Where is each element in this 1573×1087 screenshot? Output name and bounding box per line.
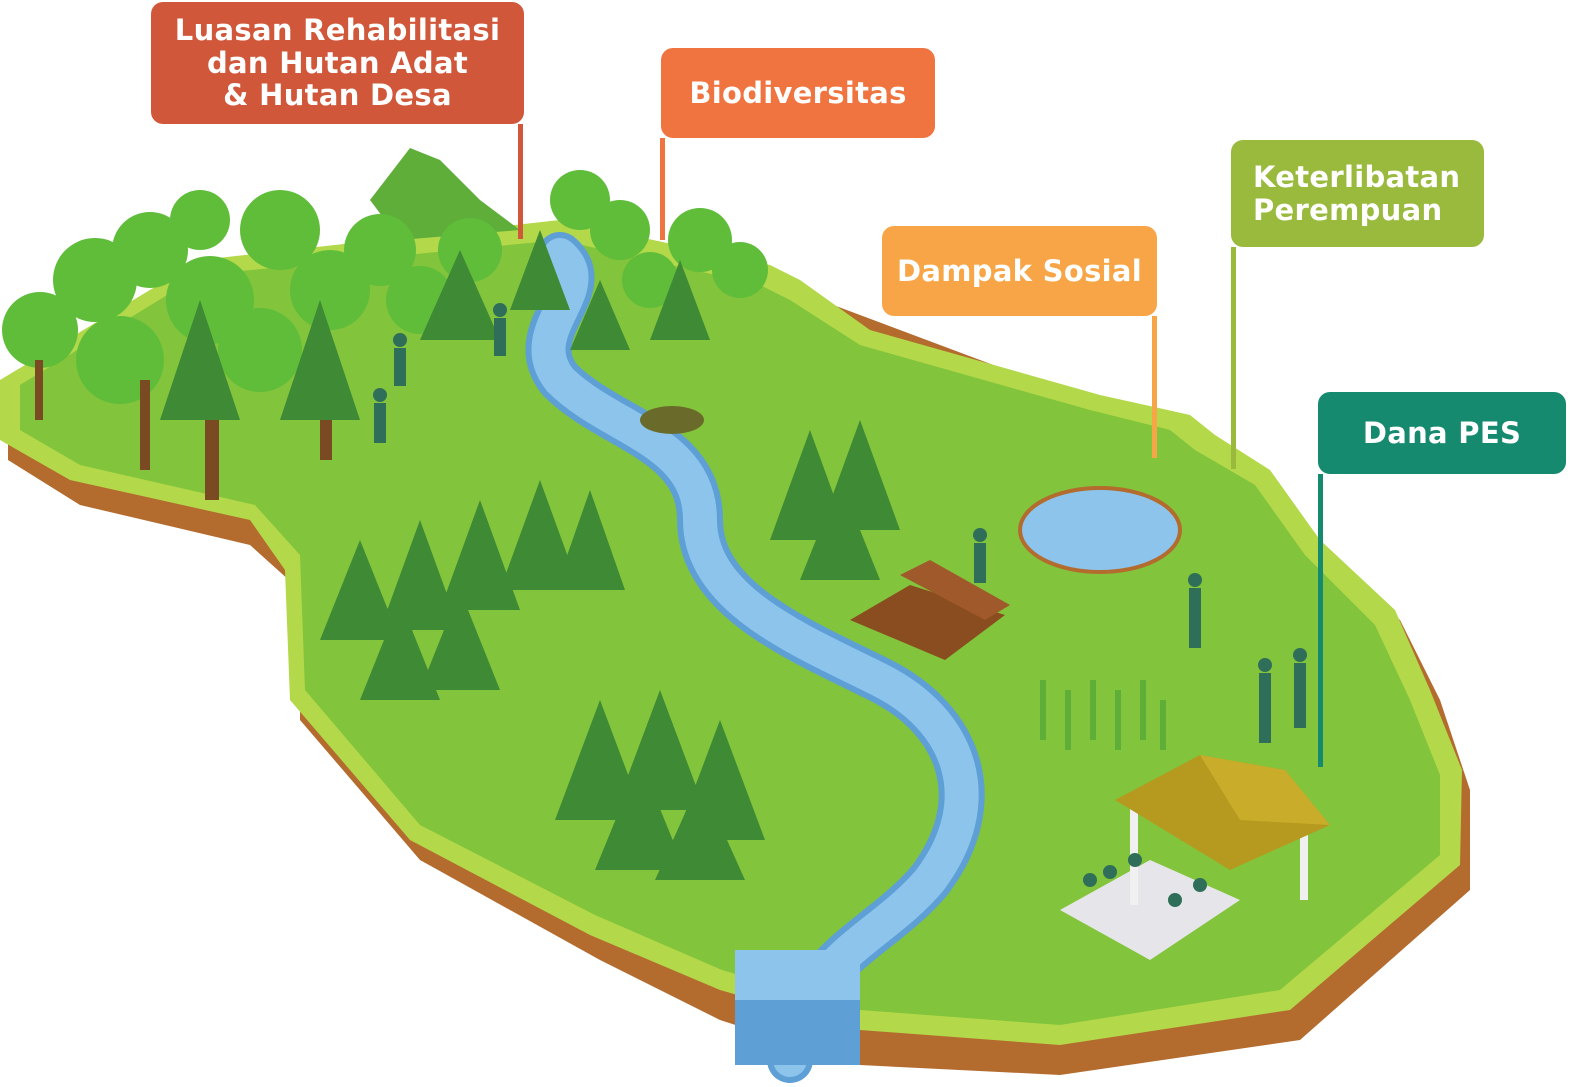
label-biodiversity: Biodiversitas (661, 48, 935, 138)
forest-round-trees (2, 170, 768, 404)
pin-pes-fund (1318, 474, 1323, 767)
label-women-involvement: Keterlibatan Perempuan (1231, 140, 1484, 247)
label-pes-fund-text: Dana PES (1362, 415, 1522, 450)
river-cliff-shade (735, 1000, 860, 1065)
forest-dark-trees (160, 230, 710, 420)
tree-trunks (35, 360, 332, 500)
pine-grove-middle (320, 480, 625, 700)
label-social-impact-text: Dampak Sosial (897, 253, 1142, 288)
pin-rehabilitation (518, 124, 523, 239)
corn-field (1040, 680, 1166, 750)
hill (370, 148, 520, 240)
label-biodiversity-text: Biodiversitas (689, 75, 907, 110)
label-social-impact: Dampak Sosial (882, 226, 1157, 316)
farm-plot (850, 560, 1010, 660)
pin-women-involvement (1231, 247, 1236, 469)
pin-social-impact (1152, 316, 1157, 458)
pin-biodiversity (660, 138, 665, 240)
pine-grove-right (770, 420, 900, 580)
people (373, 303, 1307, 907)
label-rehabilitation-text: Luasan Rehabilitasi dan Hutan Adat & Hut… (174, 13, 501, 113)
label-women-involvement-text: Keterlibatan Perempuan (1253, 160, 1461, 227)
pine-grove-lower (555, 690, 765, 880)
label-pes-fund: Dana PES (1318, 392, 1566, 474)
label-rehabilitation: Luasan Rehabilitasi dan Hutan Adat & Hut… (151, 2, 524, 124)
raft (640, 406, 704, 434)
river-water (531, 238, 979, 1077)
pond (1018, 486, 1182, 574)
